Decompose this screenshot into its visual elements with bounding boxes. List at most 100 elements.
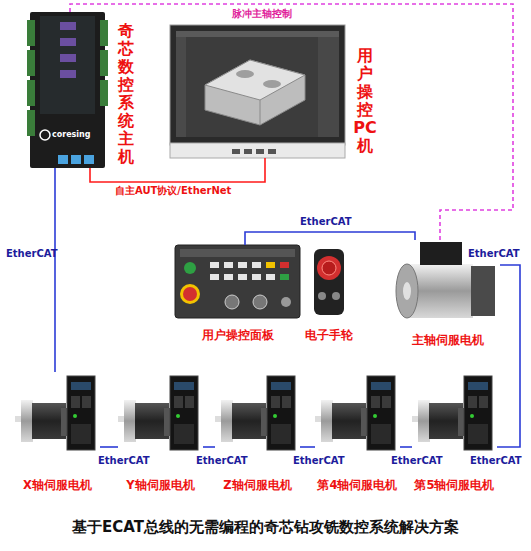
connection-label: EtherCAT (468, 248, 520, 260)
panel-key (210, 274, 219, 280)
device-node: 用户操控面板 (175, 245, 300, 318)
servo-motor (412, 376, 492, 450)
servo-motor (15, 376, 95, 450)
terminal-block (100, 80, 108, 106)
device-label: 第5轴伺服电机 (390, 478, 520, 492)
pc-port (268, 149, 276, 154)
brand-logo: coresing (52, 130, 91, 140)
key-row (180, 249, 295, 257)
estop-button (183, 287, 197, 301)
panel-key (252, 274, 261, 280)
ethernet-port (84, 155, 94, 164)
device-node: Y轴伺服电机 (118, 372, 203, 452)
servo-motor (118, 376, 198, 450)
panel-key (280, 274, 289, 280)
part-hole (263, 80, 281, 88)
device-node: 电子手轮 (310, 245, 348, 318)
terminal-block (27, 50, 35, 76)
device-label: 用户操控面板 (173, 328, 303, 342)
connection-label: EtherCAT (300, 216, 352, 228)
panel-key (266, 274, 275, 280)
chip (60, 38, 76, 46)
panel-key (238, 262, 247, 268)
axis-selector (318, 292, 326, 300)
operator-panel (175, 245, 300, 318)
device-node: 奇芯数控系统主机 (30, 12, 105, 168)
device-label: 电子手轮 (264, 328, 394, 342)
device-node: X轴伺服电机 (15, 372, 100, 452)
monitor-base (170, 143, 345, 158)
cable-connector (497, 265, 520, 447)
device-label: Y轴伺服电机 (96, 478, 226, 492)
toolbar (176, 37, 186, 137)
device-label: 用户操控PC机 (352, 47, 378, 155)
cable-connector (300, 446, 315, 448)
connection-label: 脉冲主轴控制 (232, 8, 292, 20)
spindle-shaft (403, 282, 411, 300)
monitor-screen (176, 31, 339, 137)
part-model (205, 60, 305, 125)
panel-key (280, 262, 289, 268)
terminal-block (27, 20, 35, 46)
ethernet-port (58, 155, 68, 164)
part-edge (260, 100, 261, 125)
panel-key (238, 274, 247, 280)
device-node: 第5轴伺服电机 (412, 372, 497, 452)
connection-label: EtherCAT (98, 455, 150, 467)
cable-connector (245, 232, 415, 245)
cable-connector (203, 446, 215, 448)
menu-bar (176, 31, 339, 37)
cable-connector (70, 4, 513, 240)
device-node: 用户操控PC机 (170, 25, 345, 158)
ethernet-port (71, 155, 81, 164)
circuit-area (40, 16, 95, 114)
terminal-block (100, 50, 108, 76)
handwheel-body (314, 249, 344, 315)
part-top-face (205, 60, 305, 100)
step-selector (332, 292, 340, 300)
cable-connector (400, 446, 412, 448)
part-hole (236, 70, 254, 78)
handwheel-hub (322, 261, 336, 275)
chip (60, 22, 76, 30)
panel-key (210, 262, 219, 268)
side-panel (318, 37, 339, 137)
device-label: Z轴伺服电机 (193, 478, 323, 492)
controller-board (30, 12, 105, 168)
estop-ring (180, 284, 200, 304)
terminal-block (27, 80, 35, 106)
panel-key (224, 274, 233, 280)
servo-motor (315, 376, 395, 450)
servo-motor (215, 376, 295, 450)
spindle-face (396, 264, 418, 318)
cable-connector (100, 446, 118, 448)
logo-mark (40, 130, 50, 140)
cable-connector (54, 168, 56, 372)
panel-key (252, 262, 261, 268)
connection-label: EtherCAT (196, 455, 248, 467)
device-label: 第4轴伺服电机 (293, 478, 423, 492)
spindle-terminal-box (420, 242, 462, 265)
pc-port (256, 149, 264, 154)
device-label: X轴伺服电机 (0, 478, 123, 492)
panel-knob (253, 295, 267, 309)
connection-label: EtherCAT (293, 455, 345, 467)
connection-label: EtherCAT (6, 248, 58, 260)
panel-key (266, 262, 275, 268)
bus-label: EtherCAT (470, 455, 522, 467)
connection-label: EtherCAT (391, 455, 443, 467)
chip (60, 70, 76, 78)
handwheel-wheel (317, 256, 341, 280)
pc-port (232, 149, 240, 154)
device-node: 第4轴伺服电机 (315, 372, 400, 452)
device-label: 主轴伺服电机 (383, 333, 513, 347)
monitor-bezel (170, 25, 345, 145)
chip (60, 54, 76, 62)
spindle-fan (471, 266, 495, 316)
terminal-block (27, 110, 35, 136)
panel-key (224, 262, 233, 268)
device-label: 奇芯数控系统主机 (113, 22, 139, 166)
